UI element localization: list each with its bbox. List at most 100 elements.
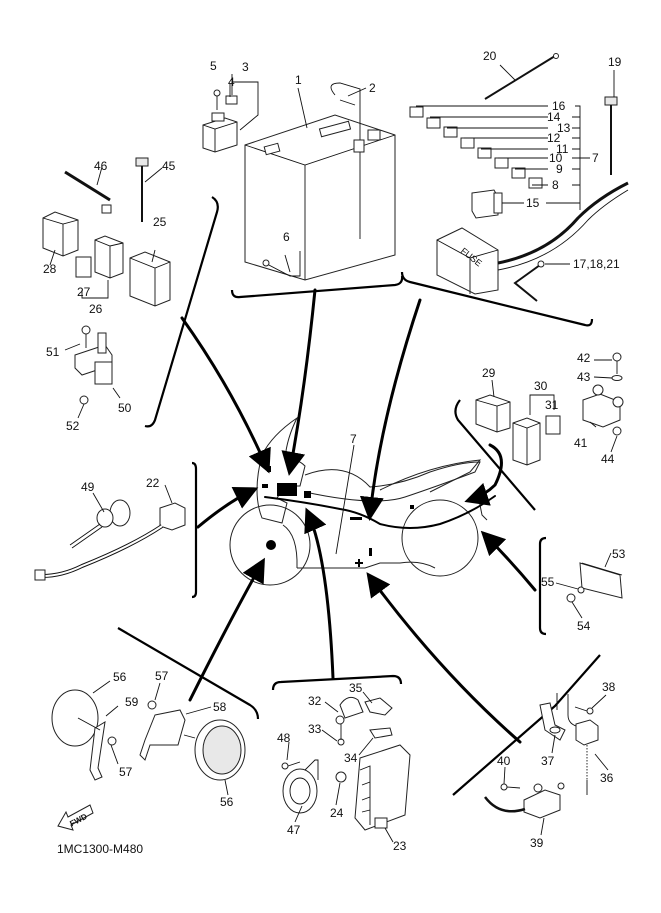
relay-group-right: 29 30 31 42 43 41 44 [454, 351, 624, 511]
ecu-23 [354, 744, 411, 831]
battery [244, 114, 396, 281]
group-bracket-fuses [400, 271, 594, 327]
reflector-53 [579, 562, 623, 599]
callout-23: 23 [393, 839, 407, 853]
bolt-38 [586, 707, 594, 715]
callout-43: 43 [577, 370, 591, 384]
callout-56-left: 56 [113, 670, 127, 684]
callout-8: 8 [552, 178, 559, 192]
nut-44 [612, 426, 622, 436]
relay-15 [471, 189, 503, 219]
callout-16: 16 [552, 99, 566, 113]
callout-59: 59 [125, 695, 139, 709]
callout-7-fuse: 7 [592, 151, 599, 165]
reflector-56-left [51, 689, 99, 747]
arrow-reflector [480, 530, 537, 592]
callout-15: 15 [526, 196, 540, 210]
nut-24 [335, 771, 347, 783]
callout-24: 24 [330, 806, 344, 820]
front-marker [266, 540, 276, 550]
nut-52 [79, 395, 89, 405]
relay-fuse [225, 95, 238, 105]
callout-36: 36 [600, 771, 614, 785]
callout-57-upper: 57 [155, 669, 169, 683]
sensor-50 [74, 332, 113, 385]
arrow-socket-group [196, 486, 259, 529]
callout-50: 50 [118, 401, 132, 415]
callout-7-harness: 7 [350, 432, 357, 446]
sensor-45 [135, 157, 149, 222]
arrow-left-group [180, 316, 271, 474]
light-socket-group: 49 22 [34, 461, 198, 599]
side-reflector-group: 56 59 57 57 58 56 [51, 627, 260, 809]
callout-31: 31 [545, 398, 559, 412]
sensor-marker [262, 484, 268, 488]
callout-13: 13 [557, 121, 571, 135]
pointer-arrows [180, 288, 537, 744]
relay-marker [304, 491, 311, 498]
arrow-fuse-group [359, 298, 422, 521]
lower-frame [297, 561, 436, 569]
callout-17-18-21: 17,18,21 [573, 257, 620, 271]
front-wheel [229, 504, 311, 586]
connector-22 [159, 502, 186, 531]
callout-14: 14 [547, 110, 561, 124]
connector-31 [545, 415, 561, 435]
group-bracket-right [454, 399, 536, 511]
callout-10: 10 [549, 151, 563, 165]
bolt-32 [335, 715, 345, 725]
group-bracket-side-reflectors [117, 627, 260, 720]
callout-28: 28 [43, 262, 57, 276]
callout-2: 2 [369, 81, 376, 95]
callout-20: 20 [483, 49, 497, 63]
group-bracket-switches [452, 654, 601, 796]
bolt-40 [500, 783, 508, 791]
callout-54: 54 [577, 619, 591, 633]
horn-47 [282, 759, 319, 814]
callout-19: 19 [608, 55, 622, 69]
band-19 [604, 70, 618, 175]
bracket-37 [539, 702, 566, 741]
callout-5: 5 [210, 59, 217, 73]
relay-27 [75, 256, 92, 278]
relay-group-left: 46 45 25 28 27 26 51 50 52 [42, 157, 219, 433]
battery-negative-lead [264, 251, 301, 277]
callout-27: 27 [77, 285, 91, 299]
arrow-horn-ecu [304, 507, 335, 680]
callout-44: 44 [601, 452, 615, 466]
clamp-35 [339, 696, 393, 719]
screw-51 [81, 325, 91, 335]
callout-29: 29 [482, 366, 496, 380]
callout-49: 49 [81, 480, 95, 494]
cable-clip [513, 264, 541, 302]
callout-47: 47 [287, 823, 301, 837]
callout-4: 4 [228, 75, 235, 89]
callout-6: 6 [283, 230, 290, 244]
plug [34, 569, 46, 581]
drawing-code: 1MC1300-M480 [57, 842, 143, 856]
callout-41: 41 [574, 436, 588, 450]
washer-55 [577, 586, 585, 594]
switch-group: 38 37 36 40 39 [452, 654, 616, 850]
callout-34: 34 [344, 751, 358, 765]
rear-marker [410, 505, 414, 509]
relay-28 [42, 211, 79, 257]
callout-30: 30 [534, 379, 548, 393]
battery-marker [277, 483, 297, 496]
callout-33: 33 [308, 722, 322, 736]
arrow-side-reflector [188, 557, 265, 702]
cable-tie-20 [484, 55, 556, 100]
group-bracket-horn-ecu [271, 674, 403, 691]
callout-40: 40 [497, 754, 511, 768]
wire-22 [41, 524, 164, 578]
bracket-58 [139, 709, 186, 761]
bracket-34 [369, 727, 393, 739]
arrow-relay-right [464, 443, 503, 506]
callout-42: 42 [577, 351, 591, 365]
bracket-59 [89, 721, 106, 781]
rear-frame [379, 459, 482, 493]
callout-12: 12 [547, 131, 561, 145]
sensor-41 [582, 384, 624, 428]
bolt-48 [281, 762, 289, 770]
